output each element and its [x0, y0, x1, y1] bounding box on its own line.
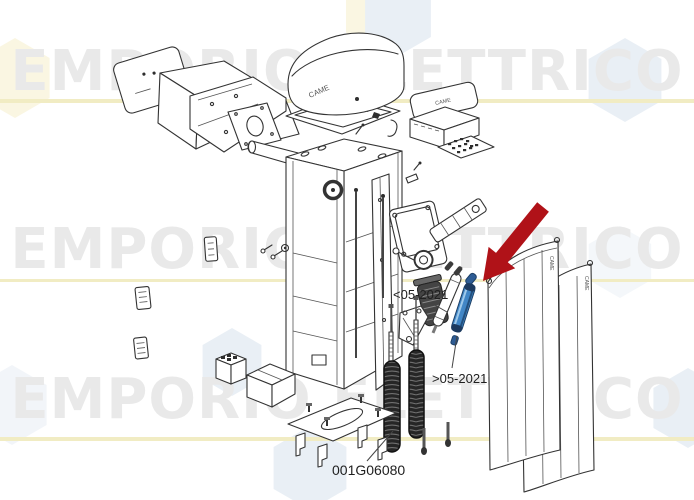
hexagon-watermark	[653, 368, 694, 448]
label-pre-2021: <05-2021	[393, 287, 448, 302]
watermark-underline	[0, 437, 694, 441]
hexagon-watermark	[273, 426, 347, 500]
label-post-2021: >05-2021	[432, 371, 487, 386]
part-labels: <05-2021 >05-2021 001G06080	[332, 287, 487, 478]
hexagon-watermark	[0, 38, 50, 118]
mounting-clips	[133, 236, 290, 360]
brand-logo-text: CAME	[583, 276, 589, 291]
top-cover	[287, 32, 405, 116]
control-box-assembly: CAME	[409, 81, 495, 159]
hook-part	[387, 119, 398, 137]
hexagon-watermark	[0, 365, 47, 445]
door-panels: CAME CAME	[485, 236, 595, 493]
anchor-bolt	[306, 394, 381, 426]
boom-holder	[429, 198, 487, 243]
accessory-boxes	[215, 352, 296, 408]
anchor-foot	[295, 424, 388, 468]
spring-coil	[383, 360, 401, 453]
tie-rods	[354, 161, 422, 358]
gas-spring-new-highlighted	[444, 261, 477, 346]
brand-logo-text: CAME	[435, 97, 452, 106]
top-cover-assembly: CAME	[285, 32, 405, 137]
photocell-housing-parts	[113, 46, 309, 169]
spring-coil	[408, 349, 425, 439]
balancing-springs	[383, 296, 451, 455]
anchor-base-plate	[287, 394, 397, 468]
highlight-arrow-icon	[483, 202, 549, 281]
brand-logo-text: CAME	[548, 256, 554, 271]
label-part-code: 001G06080	[332, 462, 405, 478]
